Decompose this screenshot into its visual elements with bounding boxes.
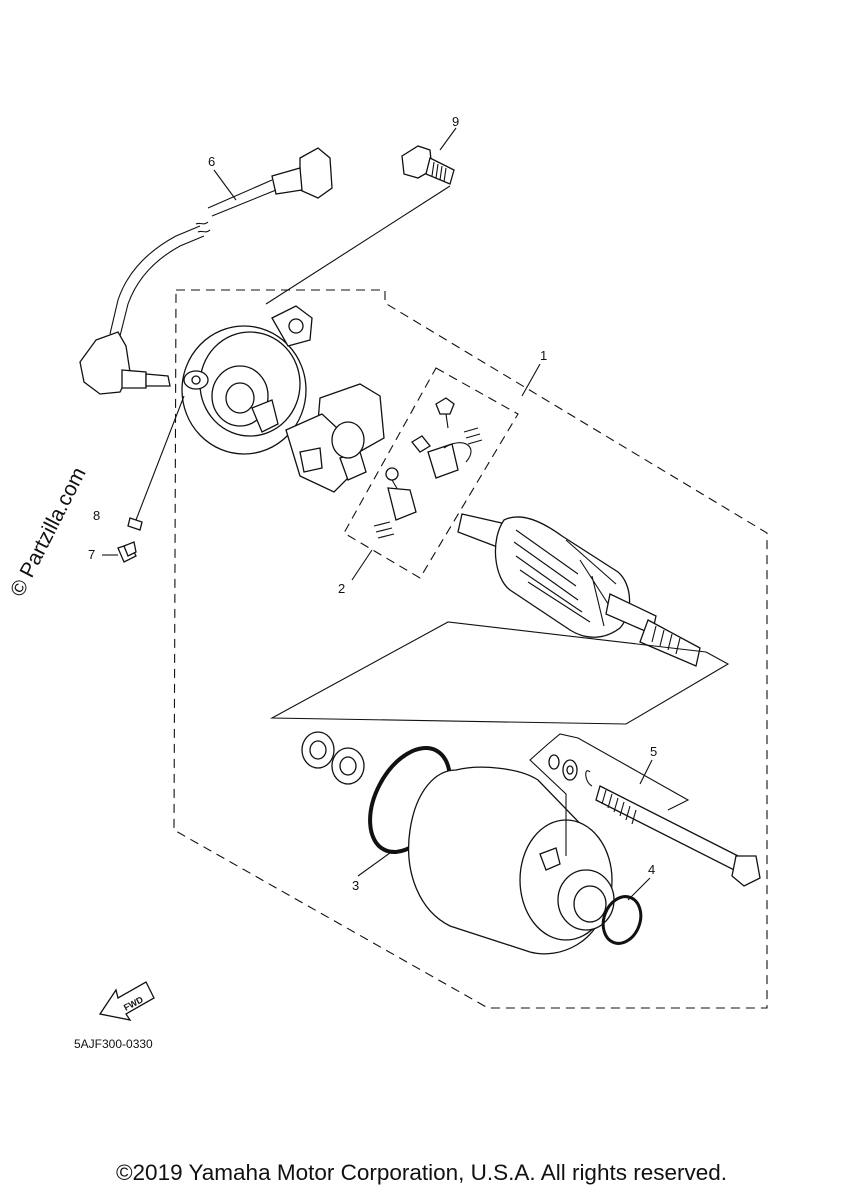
- lead-wire-part-6: [79, 147, 333, 395]
- leader-5: [639, 759, 653, 785]
- brush-plate-part: [285, 383, 385, 493]
- brush-holder-boundary-2: [343, 367, 519, 579]
- fwd-arrow-icon: FWD: [98, 981, 155, 1021]
- front-cover-part: [181, 305, 313, 455]
- thrust-washers-part: [301, 731, 365, 785]
- leader-armature-box: [269, 621, 730, 725]
- screw-part-7: [117, 541, 137, 563]
- bolt-part-9: [401, 145, 455, 185]
- callout-7: 7: [88, 547, 95, 562]
- callout-8: 8: [93, 508, 100, 523]
- partzilla-watermark: © Partzilla.com: [6, 464, 91, 601]
- callout-6: 6: [208, 154, 215, 169]
- leader-9: [439, 127, 457, 151]
- leader-2: [351, 549, 373, 581]
- leader-1: [521, 363, 541, 397]
- leader-8-to-cover: [135, 395, 185, 521]
- callout-1: 1: [540, 348, 547, 363]
- leader-9-to-cover: [265, 185, 451, 305]
- leader-4: [627, 877, 651, 901]
- leader-6: [213, 169, 237, 201]
- callout-9: 9: [452, 114, 459, 129]
- callout-3: 3: [352, 878, 359, 893]
- assembly-boundary-1: [173, 289, 768, 1009]
- callout-5: 5: [650, 744, 657, 759]
- leader-5-box: [547, 733, 690, 811]
- callout-2: 2: [338, 581, 345, 596]
- leader-3: [357, 849, 395, 877]
- through-bolt-part-5: [548, 754, 761, 887]
- armature-part: [457, 513, 701, 667]
- callout-4: 4: [648, 862, 655, 877]
- leader-5-box-b: [529, 743, 567, 856]
- washer-part-8: [127, 517, 143, 531]
- yoke-body-part: [408, 766, 615, 955]
- diagram-code: 5AJF300-0330: [74, 1037, 153, 1051]
- brush-holder-part-2: [373, 397, 483, 539]
- copyright-notice: ©2019 Yamaha Motor Corporation, U.S.A. A…: [115, 1160, 728, 1185]
